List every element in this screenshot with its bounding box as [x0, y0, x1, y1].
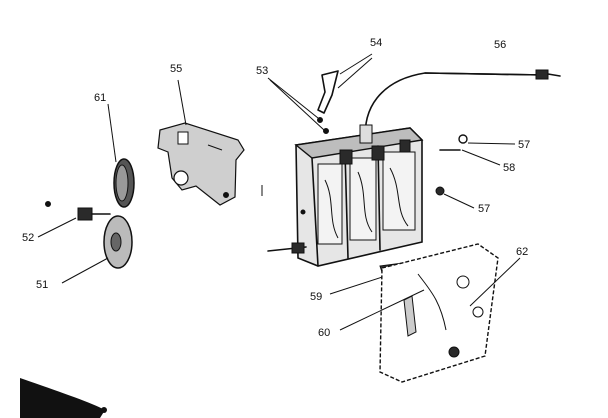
- part-54-clip: [317, 53, 373, 114]
- callout-54: 54: [370, 37, 382, 49]
- callout-60: 60: [318, 327, 330, 339]
- callout-52: 52: [22, 232, 34, 244]
- callout-61: 61: [94, 92, 106, 104]
- part-53-screws: [267, 77, 329, 134]
- base-shadow: [20, 378, 105, 418]
- part-57-58-screws: [435, 134, 516, 209]
- part-61-gear: [107, 103, 135, 208]
- part-62-cover-plate: [379, 243, 521, 383]
- callout-53: 53: [256, 65, 268, 77]
- part-55-bracket: [157, 79, 245, 206]
- callout-57-lower: 57: [478, 203, 490, 215]
- callout-58: 58: [503, 162, 515, 174]
- part-51-disc: [61, 215, 133, 284]
- part-52-hub: [37, 201, 111, 238]
- callout-57-upper: 57: [518, 139, 530, 151]
- callout-62: 62: [516, 246, 528, 258]
- callout-51: 51: [36, 279, 48, 291]
- part-60-leader: [339, 289, 425, 331]
- callout-56: 56: [494, 39, 506, 51]
- callout-59: 59: [310, 291, 322, 303]
- main-housing: [261, 124, 424, 267]
- base-dot: [101, 407, 107, 413]
- callout-55: 55: [170, 63, 182, 75]
